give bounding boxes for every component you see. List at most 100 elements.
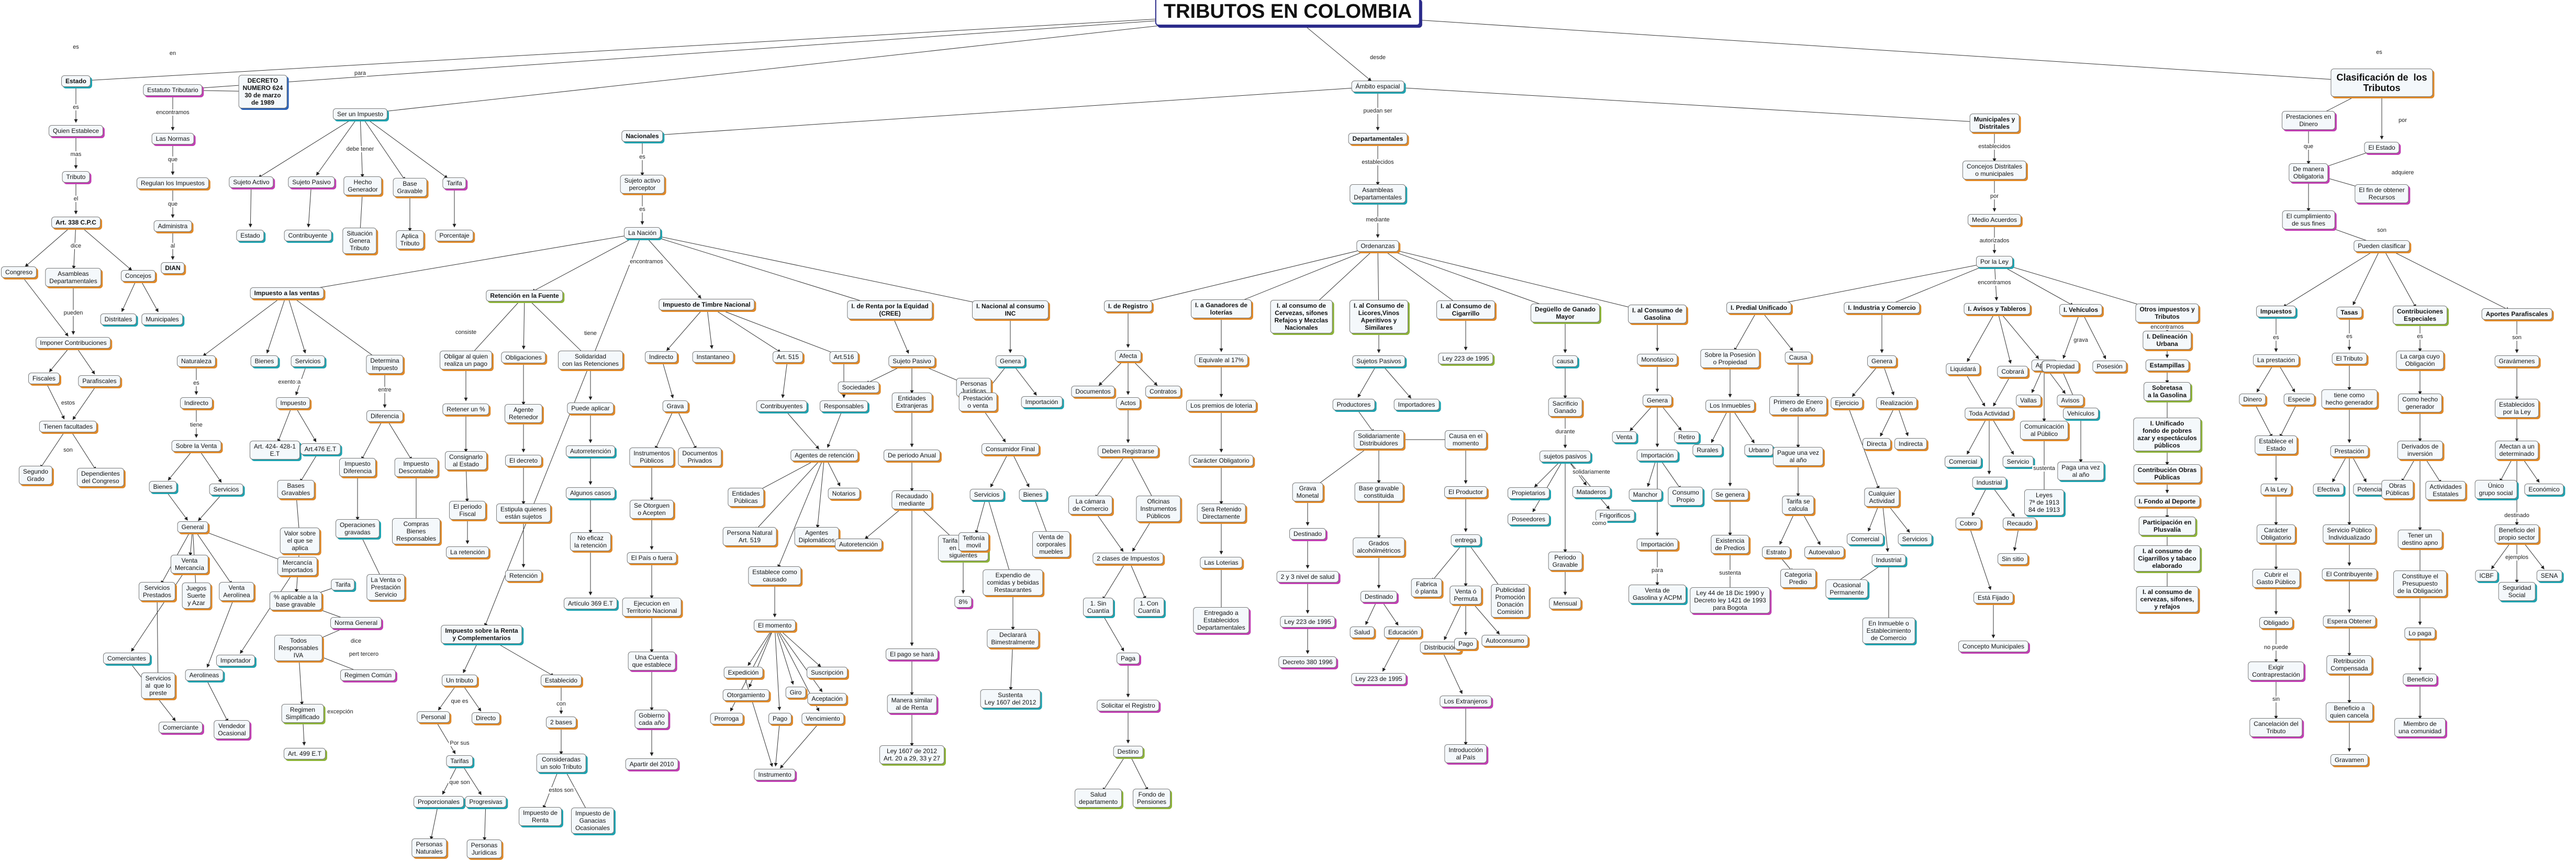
concept-node-industrial: Industrial <box>1871 554 1906 566</box>
connector-isventas-bienes <box>266 293 287 354</box>
concept-node-entrega: entrega <box>1451 534 1481 546</box>
connector-cobrara-todaactiv <box>1993 371 2013 407</box>
concept-node-retencion2: Retención <box>505 570 542 581</box>
concept-node-noeficaz: No eficaz la retención <box>570 532 611 551</box>
concept-node-impuestos: Impuestos <box>2256 306 2296 317</box>
concept-node-prorroga: Prorroga <box>710 713 743 724</box>
concept-node-renta: I. de Renta por la Equidad (CREE) <box>847 300 933 319</box>
concept-node-ventaaero: Venta Aerolínea <box>219 582 254 601</box>
concept-node-2y3nivel: 2 y 3 nivel de salud <box>1276 571 1339 583</box>
connector-agentesret-entidadespub <box>753 455 825 494</box>
concept-node-ejecucion: Ejecucion en Territorio Nacional <box>622 598 682 617</box>
concept-node-estafijado: Está Fijado <box>1973 592 2014 603</box>
connector-elmomento-giro <box>774 625 794 685</box>
concept-node-predial: I. Predial Unificado <box>1726 302 1792 314</box>
connector-art338-congreso <box>25 222 76 267</box>
connector-avisos-aplica2 <box>1997 308 2039 360</box>
concept-node-delineacion: I. Delineación Urbana <box>2143 331 2192 350</box>
concept-node-regcomun: Regimen Común <box>340 669 396 681</box>
connector-impuesto-art476 <box>293 402 317 442</box>
concept-node-venta2: Venta <box>1612 431 1637 443</box>
connector-progresivas-personasjur <box>483 801 487 841</box>
concept-node-ley223c: Ley 223 de 1995 <box>1438 353 1493 364</box>
connector-general-ventaaero <box>192 527 232 585</box>
connector-tienen-dependientes <box>68 426 96 471</box>
concept-node-ventamerc: Venta Mercancía <box>170 555 209 574</box>
concept-node-genera: Genera <box>995 355 1025 367</box>
concept-node-impdiferencia: Impuesto Diferencia <box>339 458 376 477</box>
concept-node-expendio: Expendio de comidas y bebidas Restaurant… <box>983 569 1043 596</box>
concept-node-valorsobre: Valor sobre el que se aplica <box>280 528 320 554</box>
connector-sermimp-base <box>360 114 406 181</box>
concept-node-decreto380: Decreto 380 1996 <box>1278 656 1337 668</box>
concept-node-aceptacion: Aceptación <box>807 693 847 704</box>
connector-concejos-municipales <box>138 275 159 312</box>
concept-node-deperiodo: De periodo Anual <box>883 450 941 461</box>
concept-node-untributo: Un tributo <box>441 675 478 686</box>
concept-node-agente: Agente Retenedor <box>504 404 543 423</box>
concept-node-ventacorp: Venta de corporales muebles <box>1032 531 1070 557</box>
concept-node-alaley: A la Ley <box>2260 484 2292 495</box>
concept-node-aplica: Aplica Tributo <box>396 230 424 249</box>
concept-node-leyes1: Leyes 7ª de 1913 84 de 1913 <box>2024 489 2065 516</box>
concept-node-telefonia: Telfonía movil <box>958 532 989 551</box>
link-phrase: es <box>2345 333 2354 340</box>
link-phrase: el <box>72 196 80 202</box>
concept-node-caracter: Carácter Obligatorio <box>1189 455 1254 466</box>
connector-proporcional-personasnat <box>430 801 439 841</box>
concept-node-mensual: Mensual <box>1549 598 1581 609</box>
link-phrase: es <box>72 104 80 110</box>
concept-node-retencion: Retención en la Fuente <box>486 290 563 301</box>
concept-node-manera: Manera similar al de Renta <box>887 695 937 713</box>
concept-node-constituye: Constituye el Presupuesto de la Obligaci… <box>2393 570 2447 597</box>
concept-node-propietarios: Propietarios <box>1507 487 1550 499</box>
concept-node-establece2: Establece el Estado <box>2255 435 2298 454</box>
connector-mercimport-importador <box>240 566 298 654</box>
concept-node-regulan: Regulan los Impuestos <box>136 177 209 189</box>
concept-node-laprestacion: La prestación <box>2252 354 2300 366</box>
connector-diferencia-impdesc <box>384 416 412 461</box>
connector-elmomento-pago <box>774 625 782 711</box>
concept-node-equivale: Equivale al 17% <box>1194 354 1248 366</box>
concept-node-industria: I. Industria y Comercio <box>1844 302 1920 314</box>
connector-pago-instrumento <box>774 718 780 767</box>
concept-node-retiro: Retiro <box>1674 431 1700 443</box>
connector-losinmuebles-rurales <box>1711 405 1731 443</box>
connector-expedicion-instrumento <box>743 672 773 767</box>
concept-node-consumo: I. Nacional al consumo INC <box>972 300 1049 319</box>
link-phrase: sustenta <box>1718 570 1742 576</box>
concept-node-licores: I. al Consumo de Licores,Vinos Aperitivo… <box>1349 300 1409 333</box>
concept-node-suscripcion: Suscripción <box>806 667 848 678</box>
concept-node-dependientes: Dependientes del Congreso <box>76 468 125 487</box>
concept-node-municipales: Municipales <box>141 314 183 325</box>
link-phrase: mediante <box>1365 217 1391 223</box>
connector-elmomento-expedicion <box>748 625 775 666</box>
link-phrase: durante <box>1554 429 1576 435</box>
concept-node-genera2: Genera <box>1642 395 1672 406</box>
connector-grava-instrumentos <box>655 406 676 450</box>
concept-node-leyes: Las Normas <box>151 133 194 144</box>
concept-node-servicios3: Servicios <box>969 489 1004 500</box>
concept-node-diferencia: Diferencia <box>366 410 404 422</box>
link-phrase: como <box>1591 520 1608 527</box>
concept-node-servicios: Servicios <box>291 355 325 367</box>
concept-node-comercial: Comercial <box>1846 533 1884 545</box>
concept-node-sena: SENA <box>2536 570 2562 581</box>
concept-node-lospremios: Los premios de loteria <box>1186 400 1257 411</box>
concept-node-asambleasdep: Asambleas Departamentales <box>1350 184 1406 203</box>
concept-node-cobrara: Cobrará <box>1997 366 2028 377</box>
connector-consumidor-bienes3 <box>1010 449 1030 488</box>
concept-node-vehiculos2: Vehículos <box>2062 408 2099 419</box>
connector-sermimp-sujact <box>258 114 361 178</box>
concept-node-art499: Art. 499 E.T <box>283 748 326 759</box>
link-phrase: es <box>192 380 200 386</box>
concept-node-impdrenta: Impuesto de Renta <box>518 807 562 826</box>
concept-node-todaactiv: Toda Actividad <box>1965 408 2014 419</box>
concept-node-comerciantes: Comerciantes <box>103 653 151 664</box>
concept-node-contratos: Contratos <box>1145 386 1181 397</box>
connector-lanacion-timbre <box>642 232 701 299</box>
concept-node-parafiscales: Parafiscales <box>78 375 121 387</box>
connector-title-estado <box>84 11 1288 83</box>
concept-node-sujetosp2: sujetos pasivos <box>1539 451 1591 462</box>
